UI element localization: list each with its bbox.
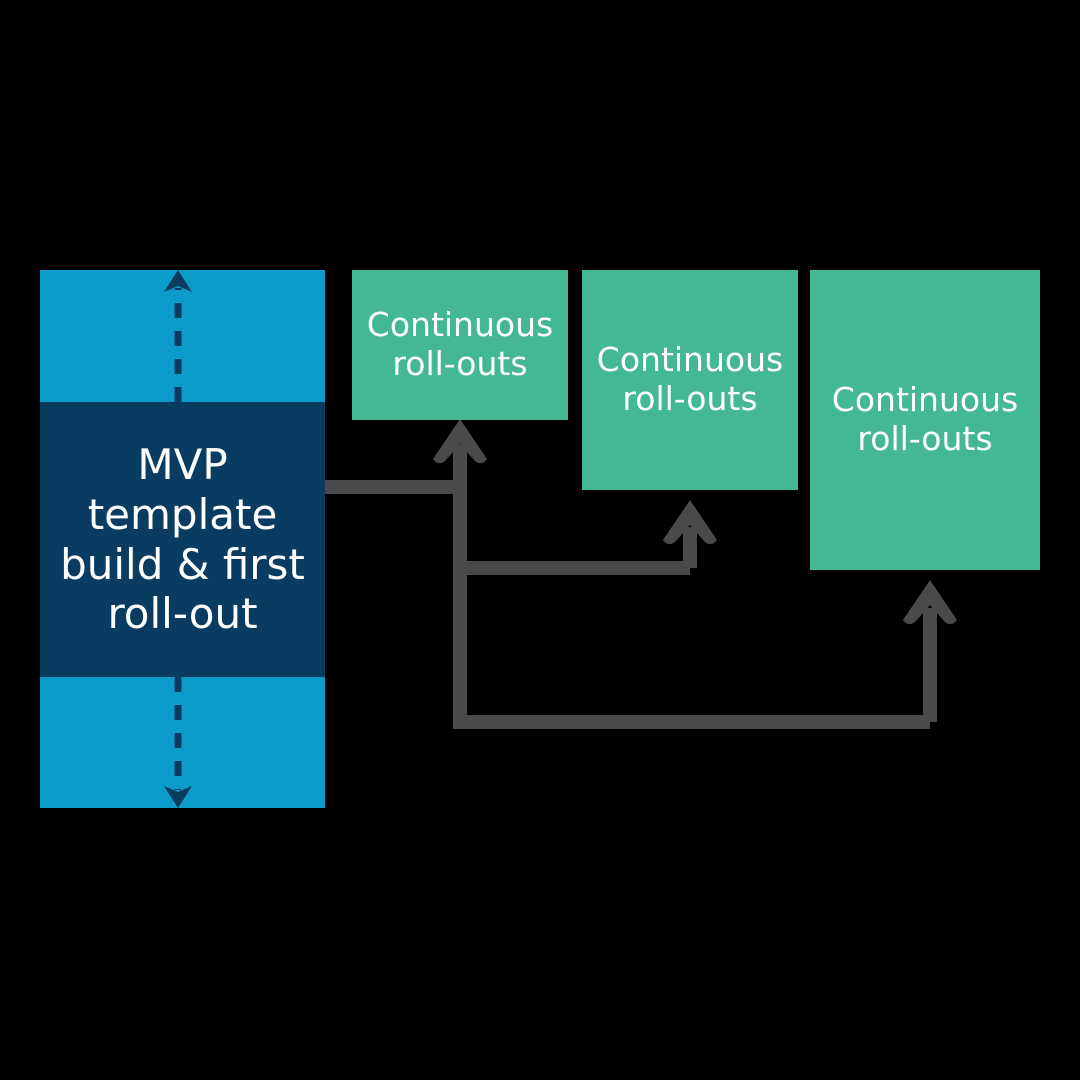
mvp-phase-label: MVP template build & first roll-out: [60, 440, 305, 639]
rollout-box-3[interactable]: Continuous roll-outs: [810, 270, 1040, 570]
rollout-label-1: Continuous roll-outs: [366, 305, 554, 383]
connector-mvp-to-rollout-2: [453, 487, 717, 575]
dashed-up-arrow-icon: [164, 270, 192, 402]
rollout-label-3: Continuous roll-outs: [831, 380, 1019, 458]
mvp-phase-box[interactable]: MVP template build & first roll-out: [40, 402, 325, 677]
rollout-box-2[interactable]: Continuous roll-outs: [582, 270, 798, 490]
connector-mvp-to-rollout-3: [453, 568, 957, 729]
dashed-down-arrow-icon: [164, 677, 192, 808]
rollout-label-2: Continuous roll-outs: [596, 340, 784, 418]
rollout-box-1[interactable]: Continuous roll-outs: [352, 270, 568, 420]
connector-mvp-to-rollout-1: [325, 419, 487, 494]
phase-band-bottom: [40, 677, 325, 808]
phase-column: [40, 270, 325, 808]
phase-band-top: [40, 270, 325, 402]
